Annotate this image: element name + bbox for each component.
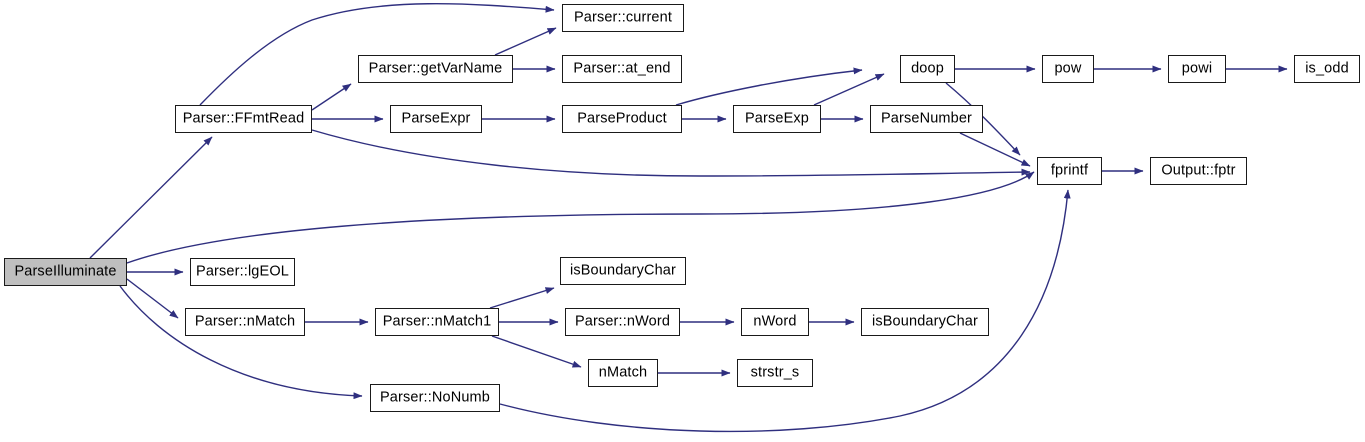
node-label-nWordP: Parser::nWord (574, 313, 671, 330)
node-parseProduct[interactable]: ParseProduct (562, 105, 682, 133)
node-nMatch[interactable]: nMatch (588, 359, 658, 387)
edge-ffmtRead-to-getVarName (311, 83, 352, 111)
node-powi[interactable]: powi (1168, 55, 1226, 83)
node-isBoundaryChar2[interactable]: isBoundaryChar (861, 308, 989, 336)
node-doop[interactable]: doop (900, 55, 955, 83)
node-label-outputFptr: Output::fptr (1161, 162, 1236, 179)
edge-parseIlluminate-to-nMatchP (126, 278, 179, 319)
edge-parseIlluminate-to-ffmtRead (89, 136, 213, 259)
edges-group (89, 3, 1288, 433)
node-label-nWord: nWord (753, 313, 797, 330)
node-isBoundaryChar1[interactable]: isBoundaryChar (560, 257, 686, 285)
node-nWordP[interactable]: Parser::nWord (565, 308, 680, 336)
node-nMatch1[interactable]: Parser::nMatch1 (375, 308, 499, 336)
node-label-powi: powi (1181, 60, 1213, 77)
node-getVarName[interactable]: Parser::getVarName (358, 55, 513, 83)
node-parseNumber[interactable]: ParseNumber (870, 105, 983, 133)
node-label-pow: pow (1054, 60, 1082, 77)
edge-nMatch1-to-isBoundaryChar1 (489, 287, 555, 309)
node-parseExp[interactable]: ParseExp (733, 105, 821, 133)
node-nWord[interactable]: nWord (741, 308, 809, 336)
edge-doop-to-fprintf (945, 82, 1021, 156)
edge-parseProduct-to-doop (675, 67, 863, 106)
node-label-isBoundaryChar1: isBoundaryChar (569, 262, 676, 279)
node-label-atEnd: Parser::at_end (573, 60, 671, 77)
node-label-nMatch: nMatch (598, 364, 648, 381)
node-parseExpr[interactable]: ParseExpr (390, 105, 482, 133)
node-label-strstrS: strstr_s (750, 364, 800, 381)
edge-parseNumber-to-fprintf (959, 132, 1031, 167)
node-label-parseNumber: ParseNumber (880, 110, 973, 127)
node-strstrS[interactable]: strstr_s (737, 359, 813, 387)
edge-getVarName-to-current (494, 27, 557, 56)
node-current[interactable]: Parser::current (562, 4, 684, 32)
node-label-ffmtRead: Parser::FFmtRead (182, 110, 305, 127)
edge-ffmtRead-to-fprintf (311, 129, 1031, 177)
edge-parseIlluminate-to-fprintf (126, 171, 1035, 264)
node-outputFptr[interactable]: Output::fptr (1150, 157, 1247, 185)
edge-noNumb-to-fprintf (499, 189, 1071, 433)
node-isOdd[interactable]: is_odd (1294, 55, 1360, 83)
edge-parseExp-to-doop (813, 73, 885, 106)
node-label-nMatchP: Parser::nMatch (194, 313, 296, 330)
node-label-nMatch1: Parser::nMatch1 (382, 313, 492, 330)
edge-nMatch1-to-nMatch (491, 335, 582, 368)
node-label-noNumb: Parser::NoNumb (379, 389, 490, 406)
edge-parseIlluminate-to-noNumb (119, 285, 363, 400)
node-pow[interactable]: pow (1042, 55, 1094, 83)
node-label-doop: doop (911, 60, 944, 77)
node-ffmtRead[interactable]: Parser::FFmtRead (175, 105, 312, 133)
node-label-parseExpr: ParseExpr (401, 110, 471, 127)
node-label-parseIlluminate: ParseIlluminate (14, 263, 117, 280)
node-parseIlluminate[interactable]: ParseIlluminate (4, 258, 127, 286)
node-label-isOdd: is_odd (1305, 60, 1349, 77)
node-label-parseProduct: ParseProduct (577, 110, 667, 127)
node-lgEOL[interactable]: Parser::lgEOL (190, 258, 295, 286)
node-label-fprintf: fprintf (1050, 162, 1089, 179)
node-label-lgEOL: Parser::lgEOL (196, 263, 289, 280)
edge-ffmtRead-to-current (199, 3, 555, 106)
node-fprintf[interactable]: fprintf (1037, 157, 1102, 185)
node-label-parseExp: ParseExp (744, 110, 810, 127)
node-nMatchP[interactable]: Parser::nMatch (185, 308, 305, 336)
node-label-current: Parser::current (573, 9, 673, 26)
node-noNumb[interactable]: Parser::NoNumb (370, 384, 500, 412)
node-label-getVarName: Parser::getVarName (368, 60, 503, 77)
node-label-isBoundaryChar2: isBoundaryChar (871, 313, 978, 330)
node-atEnd[interactable]: Parser::at_end (562, 55, 682, 83)
